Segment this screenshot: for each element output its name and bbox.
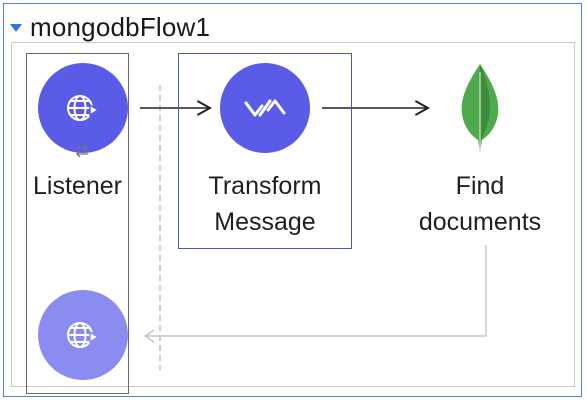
find-label-line1: Find xyxy=(455,172,505,200)
dataweave-icon xyxy=(244,99,286,117)
flow-body xyxy=(11,42,575,387)
event-source-box xyxy=(26,53,129,394)
find-documents-label: Find documents xyxy=(400,168,560,240)
transform-message-node[interactable] xyxy=(220,63,310,153)
swap-arrows-icon xyxy=(76,144,88,158)
mongodb-leaf-icon[interactable] xyxy=(458,62,502,154)
selected-processor-box[interactable] xyxy=(178,53,352,249)
listener-node[interactable] xyxy=(38,63,128,153)
transform-label-line2: Message xyxy=(214,208,316,236)
collapse-triangle-icon[interactable] xyxy=(10,24,22,32)
flow-header[interactable]: mongodbFlow1 xyxy=(10,10,210,44)
transform-label-line1: Transform xyxy=(208,172,322,200)
globe-arrow-icon xyxy=(67,322,100,348)
listener-label: Listener xyxy=(33,172,122,200)
globe-arrow-icon xyxy=(67,95,100,121)
transform-message-label: Transform Message xyxy=(178,168,352,240)
find-label-line2: documents xyxy=(418,208,542,236)
listener-response-node[interactable] xyxy=(38,290,128,380)
flow-title: mongodbFlow1 xyxy=(30,11,211,42)
